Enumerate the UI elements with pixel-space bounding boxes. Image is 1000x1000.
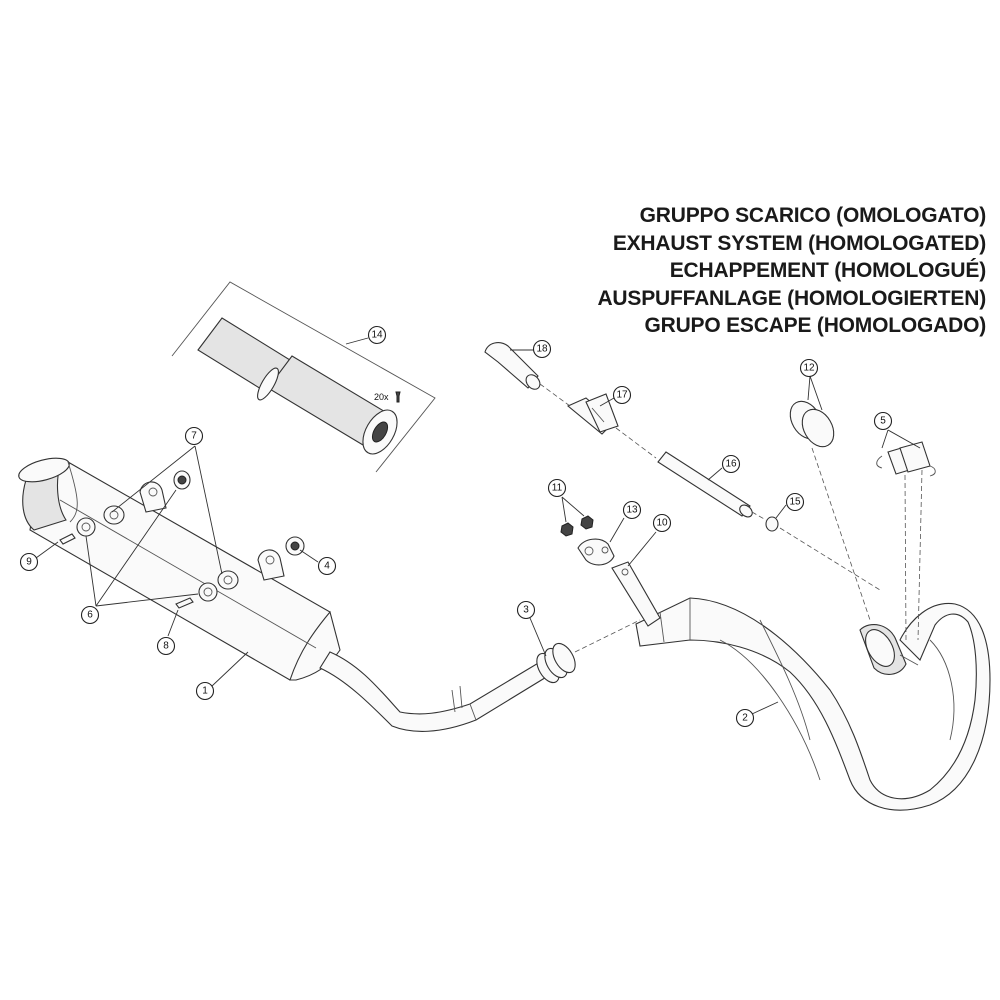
title-line-english: EXHAUST SYSTEM (HOMOLOGATED) [612,231,986,255]
callout-18: 18 [532,339,552,359]
callout-3: 3 [516,600,536,620]
svg-text:7: 7 [191,431,197,442]
callout-12: 12 [799,358,819,378]
check-valve [566,393,619,435]
svg-text:15: 15 [789,497,801,508]
mount-plate [577,538,615,566]
svg-text:8: 8 [163,641,169,652]
link-pipe [319,651,549,732]
svg-text:17: 17 [616,390,628,401]
svg-text:20x: 20x [374,392,389,402]
svg-text:12: 12 [803,363,815,374]
assembly-axis-12 [811,447,871,621]
assembly-axis-5 [904,469,923,641]
callout-4: 4 [317,556,337,576]
svg-text:10: 10 [656,518,668,529]
breather-hose [657,451,753,518]
callout-8: 8 [156,636,176,656]
callout-1: 1 [195,681,215,701]
callout-15: 15 [785,492,805,512]
callout-14: 14 [367,325,387,345]
title-line-german: AUSPUFFANLAGE (HOMOLOGIERTEN) [597,286,986,310]
pipe-seal [536,642,576,684]
svg-text:4: 4 [324,561,330,572]
callout-7: 7 [184,426,204,446]
assembly-axis-3 [574,619,641,653]
rivet-icon [395,391,401,403]
callout-13: 13 [622,500,642,520]
svg-text:13: 13 [626,505,638,516]
svg-text:16: 16 [725,459,737,470]
svg-text:6: 6 [87,610,93,621]
hose-clip [765,516,779,532]
kit-quantity-label: 20x [374,391,401,403]
svg-text:9: 9 [26,557,32,568]
nuts [560,515,594,537]
svg-text:1: 1 [202,686,208,697]
callout-6: 6 [80,605,100,625]
callout-11: 11 [547,478,567,498]
title-line-french: ECHAPPEMENT (HOMOLOGUÉ) [669,259,986,282]
leader-lines [35,337,921,715]
diagram-title-block: GRUPPO SCARICO (OMOLOGATO) EXHAUST SYSTE… [597,202,986,340]
hanger-bracket [611,561,661,627]
header-gaskets [789,400,835,448]
callout-5: 5 [873,411,893,431]
header-pipe [635,597,991,811]
callout-2: 2 [735,708,755,728]
silencer-packing-kit [171,281,436,473]
title-line-spanish: GRUPO ESCAPE (HOMOLOGADO) [644,314,986,337]
callout-9: 9 [19,552,39,572]
svg-text:3: 3 [523,605,529,616]
callout-17: 17 [612,385,632,405]
svg-text:14: 14 [371,330,383,341]
assembly-axis-hoses [539,383,881,591]
exhaust-springs [876,441,936,477]
svg-text:11: 11 [552,483,563,494]
breather-hose-elbow [484,342,541,390]
callout-10: 10 [652,513,672,533]
title-line-italian: GRUPPO SCARICO (OMOLOGATO) [639,204,987,227]
callout-16: 16 [721,454,741,474]
svg-text:5: 5 [880,416,886,427]
silencer-fasteners [59,470,305,609]
svg-text:2: 2 [742,713,748,724]
svg-text:18: 18 [536,344,548,355]
